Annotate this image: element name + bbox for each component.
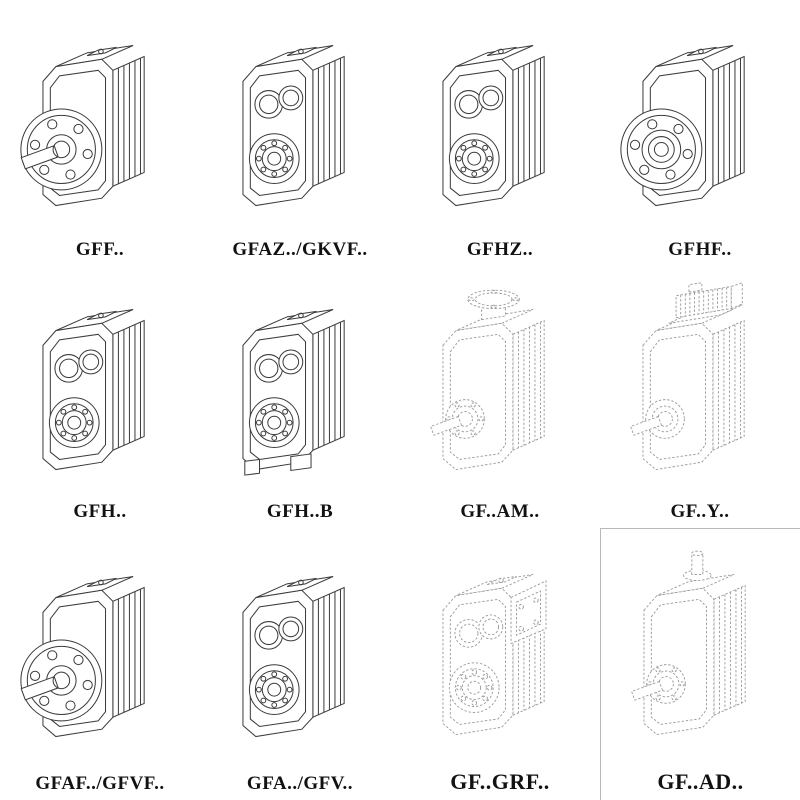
gearbox-cell: GFF.. [0, 0, 200, 266]
gearbox-drawing-gfh-b [200, 266, 400, 501]
gearbox-model-label: GFAZ../GKVF.. [232, 239, 368, 260]
gearbox-cell: GFA../GFV.. [200, 528, 400, 800]
gearbox-drawing-gff [0, 0, 200, 239]
gearbox-model-label: GF..Y.. [670, 501, 730, 522]
gearbox-drawing-gf-grf [400, 528, 600, 769]
gearbox-cell: GFAZ../GKVF.. [200, 0, 400, 266]
gearbox-drawing-gf-ad [601, 529, 800, 769]
gearbox-cell: GF..Y.. [600, 266, 800, 528]
gearbox-drawing-gfa-gfv [200, 528, 400, 773]
gearbox-drawing-gfhz [400, 0, 600, 239]
gearbox-model-label: GFHF.. [668, 239, 732, 260]
gearbox-cell: GFHZ.. [400, 0, 600, 266]
gearbox-cell: GF..GRF.. [400, 528, 600, 800]
gearbox-cell: GF..AM.. [400, 266, 600, 528]
gearbox-cell: GFH.. [0, 266, 200, 528]
gearbox-cell: GF..AD.. [600, 528, 800, 800]
gearbox-cell: GFHF.. [600, 0, 800, 266]
gearbox-drawing-gfh [0, 266, 200, 501]
gearbox-model-label: GF..AD.. [657, 769, 744, 794]
gearbox-drawing-gfaf-gfvf [0, 528, 200, 773]
gearbox-model-label: GFH.. [73, 501, 127, 522]
gearbox-model-label: GFHZ.. [466, 239, 534, 260]
gearbox-model-label: GFA../GFV.. [246, 773, 354, 794]
gearbox-model-label: GF..GRF.. [450, 769, 550, 794]
gearbox-drawing-gf-am [400, 266, 600, 501]
gearbox-model-label: GFH..B [266, 501, 334, 522]
gearbox-drawing-gfaz-gkvf [200, 0, 400, 239]
gearbox-model-label: GFF.. [75, 239, 125, 260]
gearbox-drawing-gf-y [600, 266, 800, 501]
gearbox-model-label: GF..AM.. [460, 501, 540, 522]
gearbox-model-label: GFAF../GFVF.. [35, 773, 165, 794]
gearbox-drawing-gfhf [600, 0, 800, 239]
gearbox-cell: GFAF../GFVF.. [0, 528, 200, 800]
gearbox-cell: GFH..B [200, 266, 400, 528]
